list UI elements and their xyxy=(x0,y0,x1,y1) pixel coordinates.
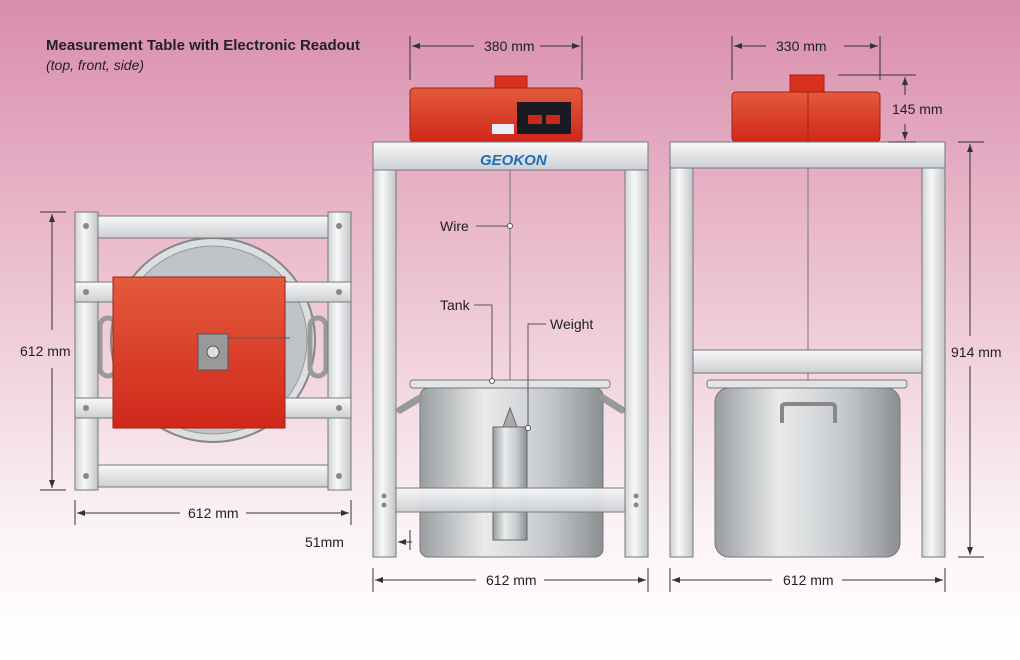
side-view: 330 mm 145 mm 914 mm 612 mm xyxy=(669,36,1002,592)
weight-cylinder xyxy=(492,426,528,541)
diagram-subtitle: (top, front, side) xyxy=(46,57,144,73)
top-width-dim: 612 mm xyxy=(188,505,239,521)
side-top-width-dim: 330 mm xyxy=(776,38,827,54)
front-top-width-dim: 380 mm xyxy=(484,38,535,54)
readout-height-dim: 145 mm xyxy=(892,101,943,117)
front-bottom-width-dim: 612 mm xyxy=(486,572,537,588)
weight-label: Weight xyxy=(550,316,593,332)
top-view: 612 mm 612 mm xyxy=(20,211,352,525)
geokon-logo: GEOKON xyxy=(480,152,548,169)
readout-display xyxy=(517,102,571,134)
gap-dim: 51mm xyxy=(305,534,344,550)
wire-label: Wire xyxy=(440,218,469,234)
tank-label: Tank xyxy=(440,297,471,313)
side-height-dim: 914 mm xyxy=(951,344,1002,360)
diagram-title: Measurement Table with Electronic Readou… xyxy=(46,37,360,54)
readout-side xyxy=(731,91,881,143)
top-height-dim: 612 mm xyxy=(20,343,71,359)
front-view: GEOKON Wire Tank Weight 380 mm 612 mm 51… xyxy=(305,36,649,592)
side-bottom-width-dim: 612 mm xyxy=(783,572,834,588)
